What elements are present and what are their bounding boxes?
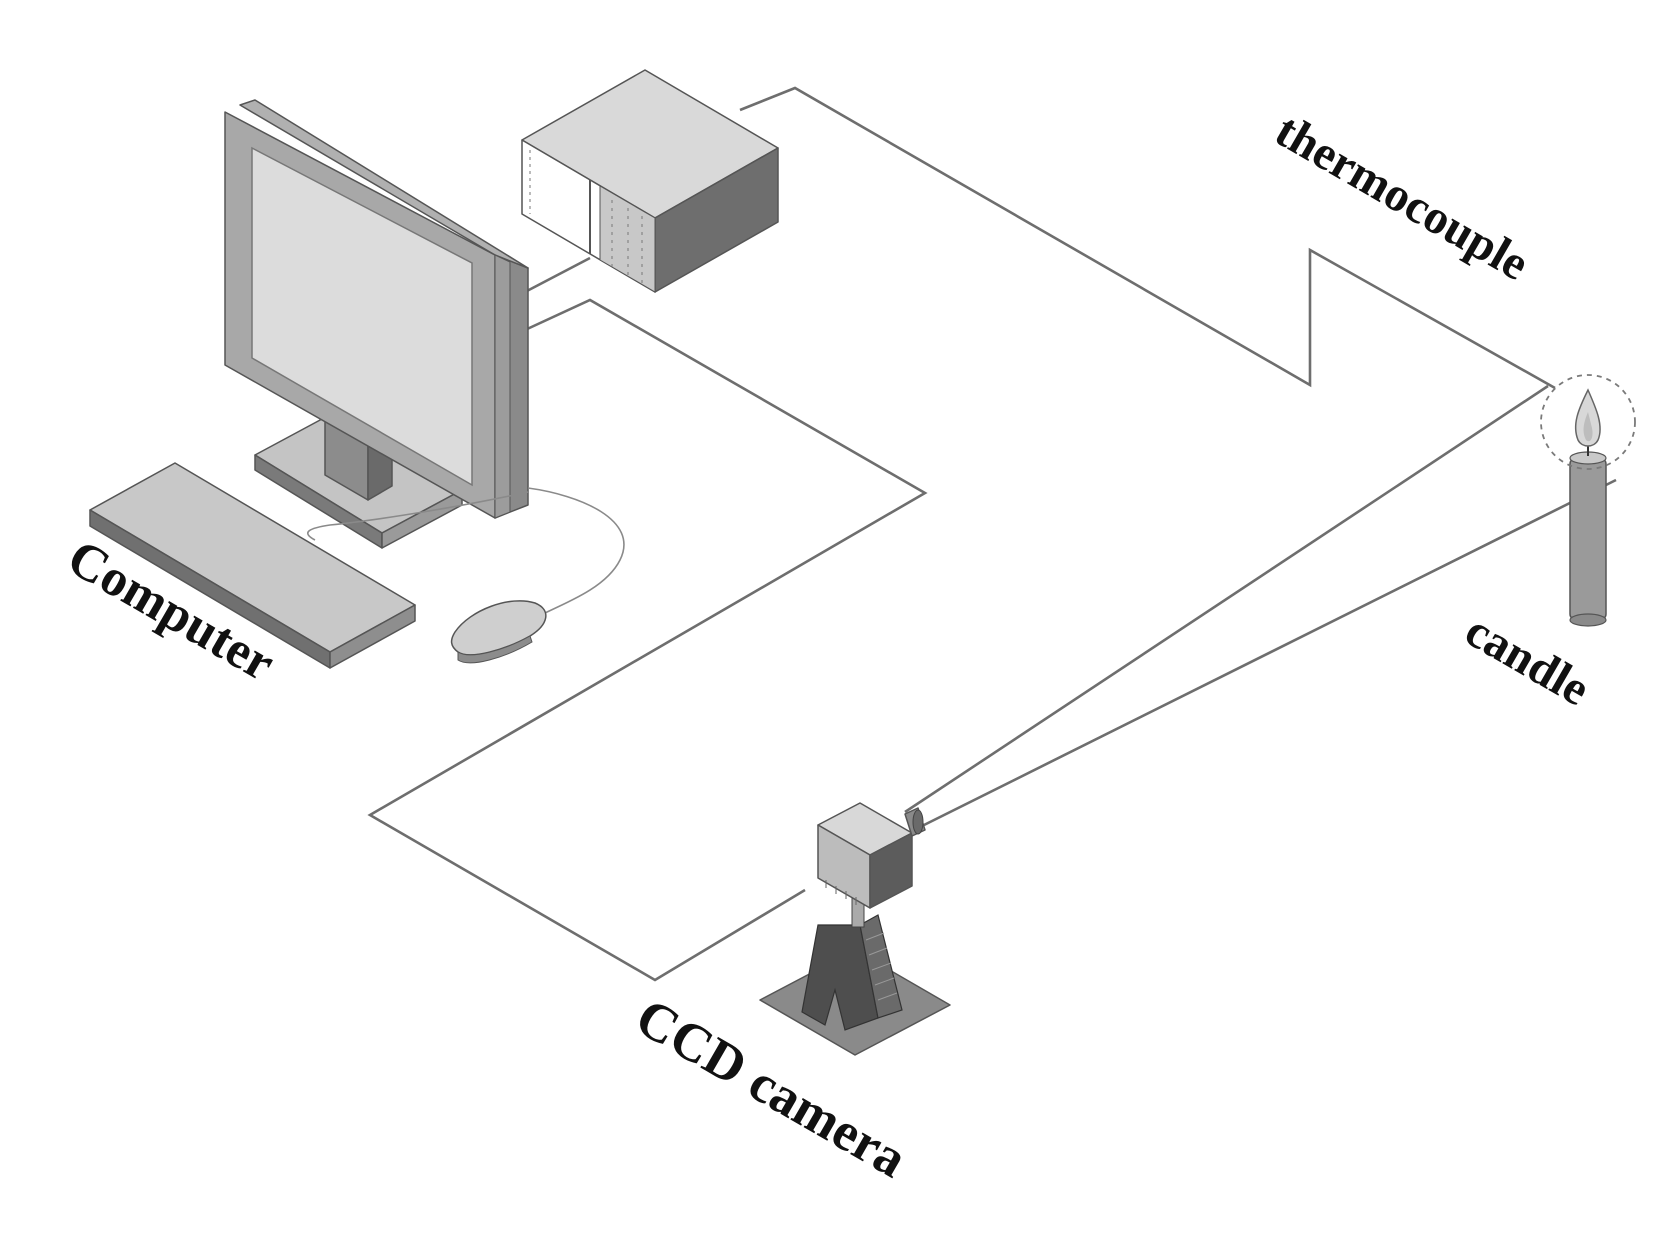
- candle-body: [1569, 457, 1607, 621]
- computer: [89, 99, 625, 669]
- monitor: [224, 99, 529, 519]
- label-thermocouple: thermocouple: [1267, 104, 1538, 291]
- mouse-cable: [527, 487, 625, 621]
- candle: [1540, 374, 1636, 627]
- monitor-screen: [251, 146, 473, 487]
- data-logger: [521, 69, 779, 293]
- cable-computer-to-camera: [367, 298, 928, 982]
- measurement-region-circle: [1540, 374, 1636, 470]
- mouse: [450, 600, 547, 664]
- camera-view-line-upper: [904, 384, 1549, 814]
- keyboard: [89, 462, 416, 669]
- thermocouple-wire: [739, 86, 1556, 390]
- ccd-camera: [759, 802, 951, 1056]
- cable-computer-to-logger: [524, 256, 591, 294]
- camera-view-line-lower: [917, 478, 1617, 830]
- connection-wires: [367, 86, 1617, 982]
- keyboard-cable: [307, 491, 529, 541]
